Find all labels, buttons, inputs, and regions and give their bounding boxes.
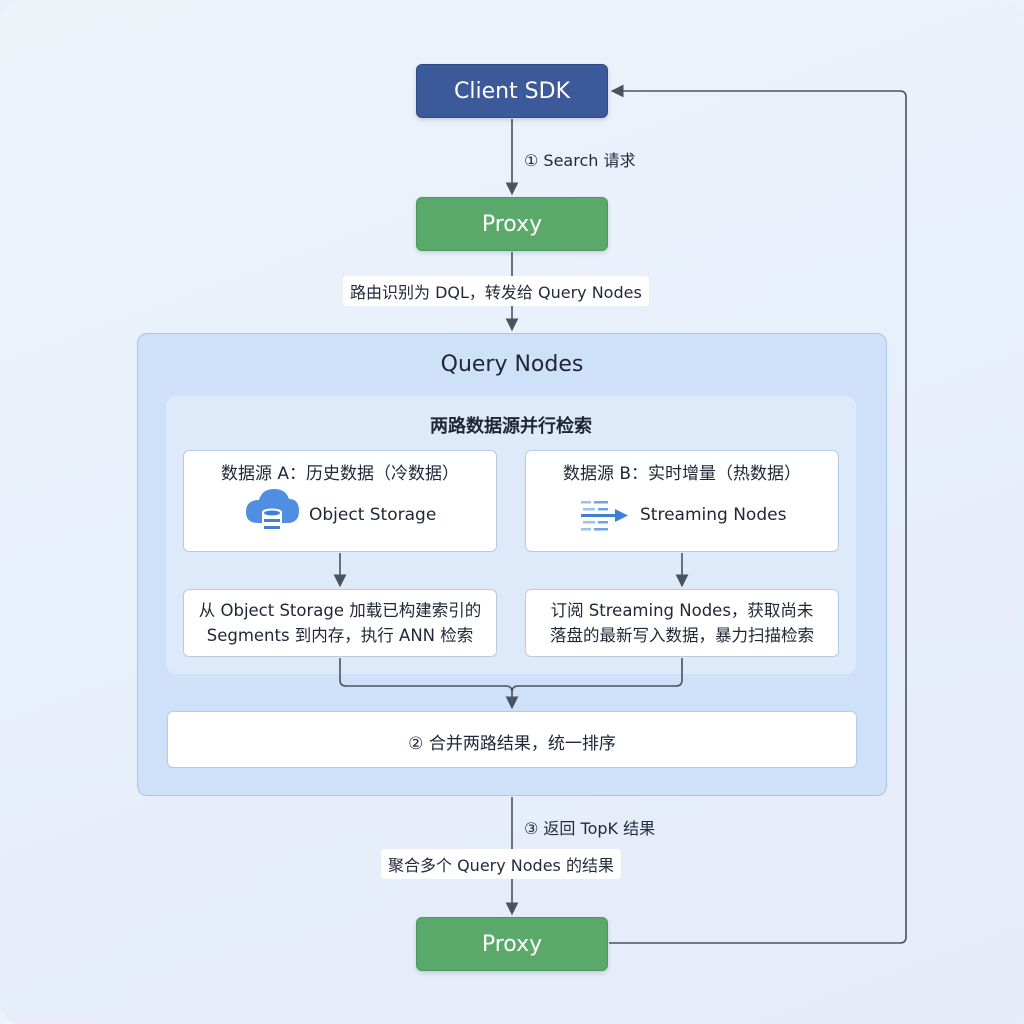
object-storage-label: Object Storage [309, 505, 437, 525]
client-sdk-node: Client SDK [416, 64, 608, 118]
source-a-title: 数据源 A：历史数据（冷数据） [220, 464, 460, 484]
source-b-exec-text: 订阅 Streaming Nodes，获取尚未 落盘的最新写入数据，暴力扫描检索 [525, 598, 839, 648]
aggregate-label: 聚合多个 Query Nodes 的结果 [381, 849, 621, 879]
parallel-retrieval-title: 两路数据源并行检索 [430, 416, 592, 437]
query-nodes-title: Query Nodes [440, 352, 584, 377]
source-a-exec-line-1: 从 Object Storage 加载已构建索引的 [198, 601, 482, 620]
source-a-exec-box [183, 589, 497, 657]
proxy-node-bottom: Proxy [416, 917, 608, 971]
search-request-label: ① Search 请求 [524, 151, 636, 170]
route-label: 路由识别为 DQL，转发给 Query Nodes [343, 276, 649, 306]
source-a-exec-text: 从 Object Storage 加载已构建索引的 Segments 到内存，执… [183, 598, 497, 648]
proxy-node-top: Proxy [416, 197, 608, 251]
streaming-nodes-label: Streaming Nodes [640, 505, 787, 525]
merge-results-text: ② 合并两路结果，统一排序 [408, 734, 616, 754]
source-a-exec-line-2: Segments 到内存，执行 ANN 检索 [206, 626, 474, 645]
cloud-database-icon [246, 489, 299, 536]
source-b-title: 数据源 B：实时增量（热数据） [562, 464, 802, 484]
source-b-exec-box [525, 589, 839, 657]
merge-results-box [167, 711, 857, 768]
source-b-exec-line-2: 落盘的最新写入数据，暴力扫描检索 [550, 626, 814, 645]
source-a-box [183, 450, 497, 552]
source-b-box [525, 450, 839, 552]
edge-join-to-merge [339, 658, 683, 693]
source-b-exec-line-1: 订阅 Streaming Nodes，获取尚未 [550, 601, 814, 620]
return-topk-label: ③ 返回 TopK 结果 [524, 819, 656, 838]
streaming-arrow-icon [581, 501, 628, 531]
edge-proxy-to-client-loop [609, 84, 907, 944]
